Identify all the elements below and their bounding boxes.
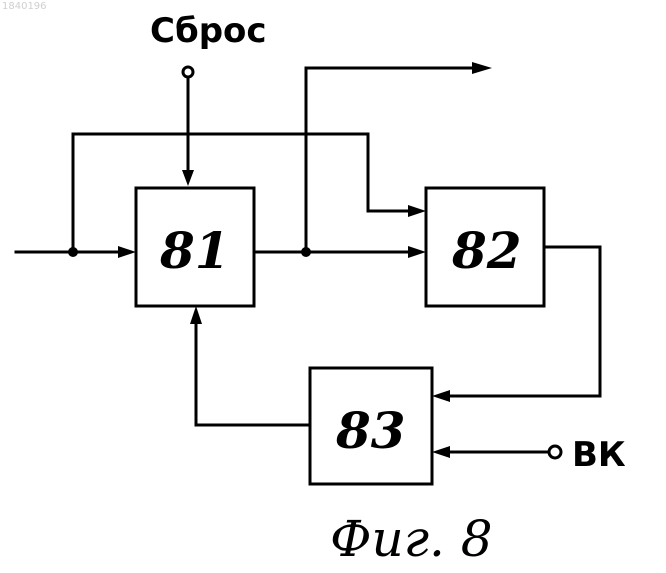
arrow-82-lower: [408, 246, 426, 258]
arrow-83-upper: [432, 390, 450, 402]
vk-label: ВК: [572, 435, 626, 475]
reset-terminal: [183, 67, 193, 77]
arrow-82-upper: [408, 205, 426, 217]
input-arrow-81: [118, 246, 136, 258]
vk-terminal: [549, 446, 561, 458]
arrow-81-bottom: [190, 306, 202, 324]
block-82-label: 82: [451, 221, 522, 280]
wire-83-to-81: [196, 320, 310, 425]
output-arrow: [472, 62, 492, 74]
document-id: 1840196: [2, 1, 47, 12]
reset-label: Сброс: [150, 11, 267, 51]
block-81-label: 81: [159, 221, 230, 280]
block-83-label: 83: [335, 401, 406, 460]
arrow-83-lower: [432, 446, 450, 458]
reset-arrow: [182, 170, 194, 186]
figure-caption: Фиг. 8: [330, 510, 493, 568]
